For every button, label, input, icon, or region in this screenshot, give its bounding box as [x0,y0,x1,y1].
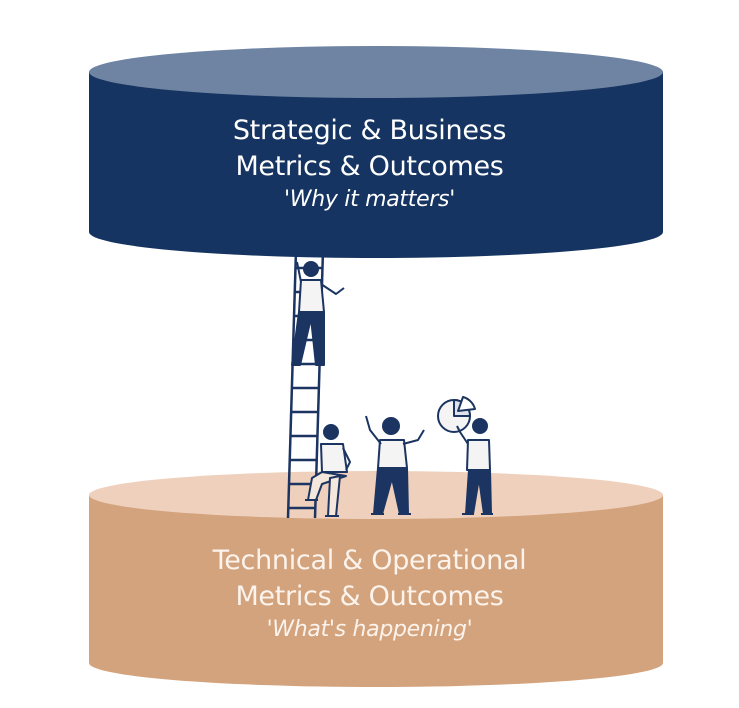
top-title-line1: Strategic & Business [0,113,739,149]
top-subtitle: 'Why it matters' [0,185,739,215]
bottom-title-line2: Metrics & Outcomes [0,579,739,615]
top-cylinder-label: Strategic & Business Metrics & Outcomes … [0,113,739,215]
bottom-title-line1: Technical & Operational [0,543,739,579]
top-title-line2: Metrics & Outcomes [0,149,739,185]
person-climbing-icon [292,262,344,365]
top-cylinder-top [89,46,663,98]
bottom-cylinder-label: Technical & Operational Metrics & Outcom… [0,543,739,645]
bottom-subtitle: 'What's happening' [0,615,739,645]
